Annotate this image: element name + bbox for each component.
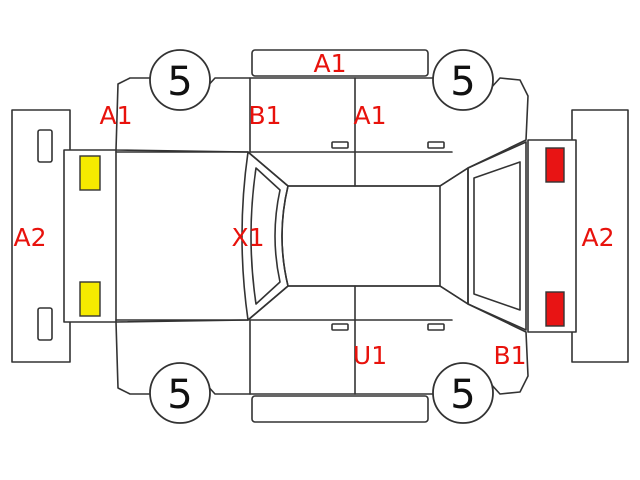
windshield-inner xyxy=(250,167,281,305)
bottom-door-handle-left xyxy=(331,323,349,331)
top-side-strip xyxy=(251,49,429,77)
front-lamp-lower xyxy=(79,281,101,317)
front-bumper xyxy=(11,109,71,363)
rear-lamp-panel xyxy=(527,139,577,333)
front-lamp-upper xyxy=(79,155,101,191)
mark-top-panel: A1 xyxy=(313,49,346,78)
tire-top-right-number: 5 xyxy=(450,59,475,105)
tire-bottom-left-number: 5 xyxy=(167,372,192,418)
rear-lamp-upper xyxy=(545,147,565,183)
mark-top-right-door: A1 xyxy=(353,101,386,130)
mark-roof-left: X1 xyxy=(231,223,264,252)
mark-top-left-door: B1 xyxy=(248,101,281,130)
tire-top-left: 5 xyxy=(149,49,211,111)
tire-top-right: 5 xyxy=(432,49,494,111)
mark-front-bumper: A2 xyxy=(13,223,46,252)
hood-outline xyxy=(115,151,249,321)
tire-bottom-right-number: 5 xyxy=(450,372,475,418)
front-bumper-slot-lower xyxy=(37,307,53,341)
tire-bottom-right: 5 xyxy=(432,362,494,424)
mark-bottom-door: U1 xyxy=(353,341,387,370)
bottom-side-strip xyxy=(251,395,429,423)
top-door-handle-right xyxy=(427,141,445,149)
mark-left-top-fender: A1 xyxy=(99,101,132,130)
trunk-inner xyxy=(473,161,521,311)
mark-rear-bumper: A2 xyxy=(581,223,614,252)
bottom-door-handle-right xyxy=(427,323,445,331)
top-door-handle-left xyxy=(331,141,349,149)
roof-panel xyxy=(281,185,441,287)
front-bumper-slot-upper xyxy=(37,129,53,163)
rear-lamp-lower xyxy=(545,291,565,327)
tire-bottom-left: 5 xyxy=(149,362,211,424)
tire-top-left-number: 5 xyxy=(167,59,192,105)
rear-window xyxy=(439,167,469,305)
trunk-lid xyxy=(467,141,527,331)
mark-right-bottom-fender: B1 xyxy=(493,341,526,370)
